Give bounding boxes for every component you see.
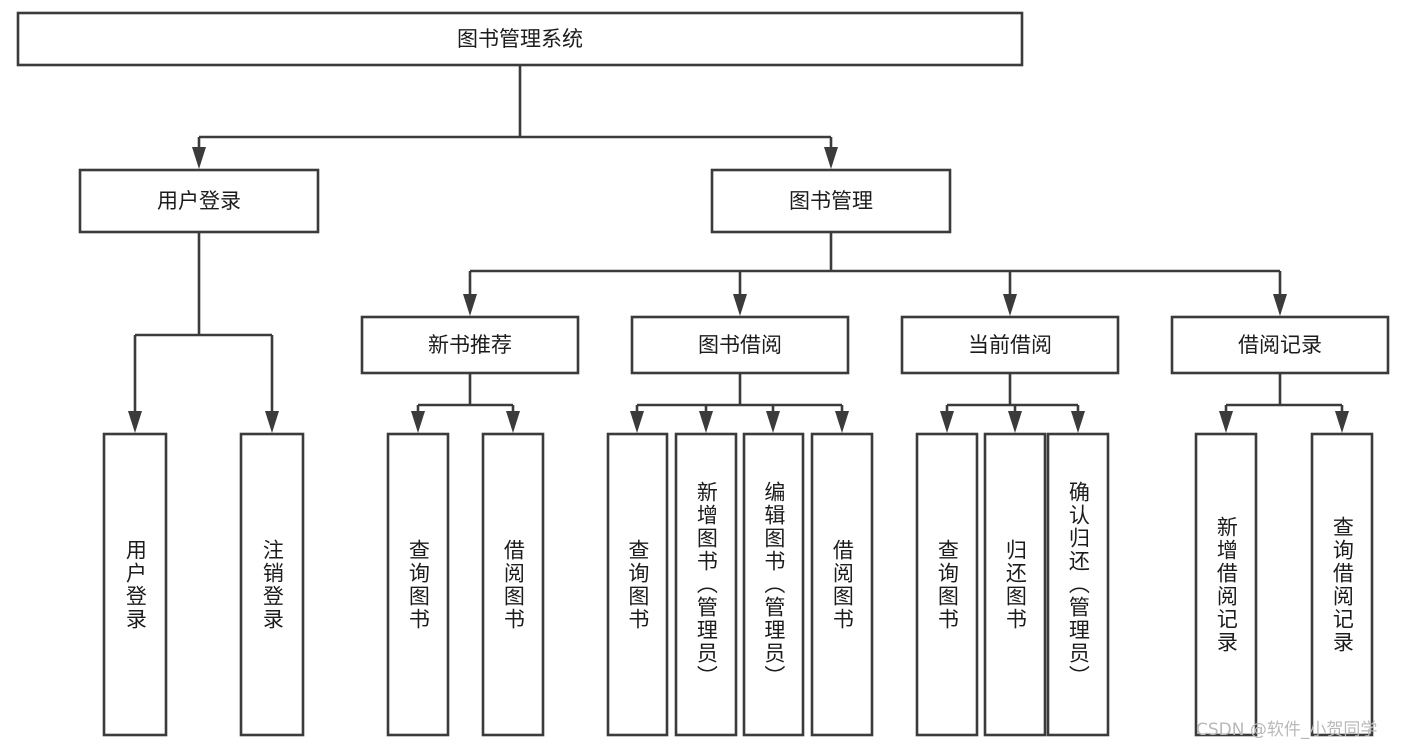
node-leaf-新增图书管理员-5[interactable] xyxy=(674,432,738,737)
arrow-head-icon xyxy=(1335,411,1349,433)
node-root-图书管理系统-0[interactable] xyxy=(16,11,1024,67)
arrow-head-icon xyxy=(766,411,780,433)
arrow-head-icon xyxy=(411,411,425,433)
node-l2-用户登录-0-label: 用户登录 xyxy=(157,189,241,213)
connector-group-图书管理系统 xyxy=(192,65,838,169)
arrow-head-icon xyxy=(835,411,849,433)
node-root-图书管理系统-0-label: 图书管理系统 xyxy=(457,27,583,51)
node-leaf-查询图书-2[interactable] xyxy=(386,432,450,737)
connector-group-当前借阅 xyxy=(940,373,1085,433)
arrow-head-icon xyxy=(192,147,206,169)
node-leaf-归还图书-9[interactable] xyxy=(983,432,1047,737)
node-leaf-确认归还管理员-10[interactable] xyxy=(1046,432,1110,737)
node-l3-借阅记录-3[interactable] xyxy=(1170,315,1390,375)
node-leaf-用户登录-0[interactable] xyxy=(102,432,168,737)
node-l3-当前借阅-2-label: 当前借阅 xyxy=(968,333,1052,357)
node-leaf-查询借阅记录-12[interactable] xyxy=(1310,432,1374,737)
arrow-head-icon xyxy=(824,147,838,169)
node-l3-当前借阅-2[interactable] xyxy=(900,315,1120,375)
node-l2-用户登录-0[interactable] xyxy=(78,168,320,234)
arrow-head-icon xyxy=(128,411,142,433)
connector-group-新书推荐 xyxy=(411,373,520,433)
node-leaf-查询图书-8[interactable] xyxy=(915,432,979,737)
box-layer xyxy=(16,11,1390,737)
arrow-head-icon xyxy=(940,411,954,433)
node-l3-图书借阅-1[interactable] xyxy=(630,315,850,375)
arrow-head-icon xyxy=(1003,294,1017,316)
arrow-head-icon xyxy=(1071,411,1085,433)
connector-group-图书管理 xyxy=(463,232,1287,316)
connector-group-图书借阅 xyxy=(630,373,849,433)
node-l2-图书管理-1[interactable] xyxy=(710,168,952,234)
arrow-head-icon xyxy=(1008,411,1022,433)
node-l3-新书推荐-0[interactable] xyxy=(360,315,580,375)
node-leaf-查询图书-4[interactable] xyxy=(606,432,669,737)
csdn-watermark: CSDN @软件_小贺同学 xyxy=(1196,720,1378,740)
connector-group-借阅记录 xyxy=(1219,373,1349,433)
arrow-head-icon xyxy=(463,294,477,316)
node-leaf-编辑图书管理员-6[interactable] xyxy=(742,432,805,737)
connector-group-用户登录 xyxy=(128,232,279,433)
node-leaf-借阅图书-7[interactable] xyxy=(810,432,874,737)
node-l3-新书推荐-0-label: 新书推荐 xyxy=(428,333,512,357)
node-leaf-注销登录-1[interactable] xyxy=(239,432,305,737)
node-leaf-借阅图书-3[interactable] xyxy=(481,432,545,737)
node-l2-图书管理-1-label: 图书管理 xyxy=(789,189,873,213)
node-l3-借阅记录-3-label: 借阅记录 xyxy=(1238,333,1322,357)
arrow-head-icon xyxy=(1219,411,1233,433)
arrow-head-icon xyxy=(699,411,713,433)
arrow-head-icon xyxy=(506,411,520,433)
arrow-head-icon xyxy=(1273,294,1287,316)
arrow-head-icon xyxy=(733,294,747,316)
node-leaf-新增借阅记录-11[interactable] xyxy=(1194,432,1258,737)
arrow-head-icon xyxy=(265,411,279,433)
connector-layer xyxy=(128,65,1349,433)
node-l3-图书借阅-1-label: 图书借阅 xyxy=(698,333,782,357)
arrow-head-icon xyxy=(630,411,644,433)
